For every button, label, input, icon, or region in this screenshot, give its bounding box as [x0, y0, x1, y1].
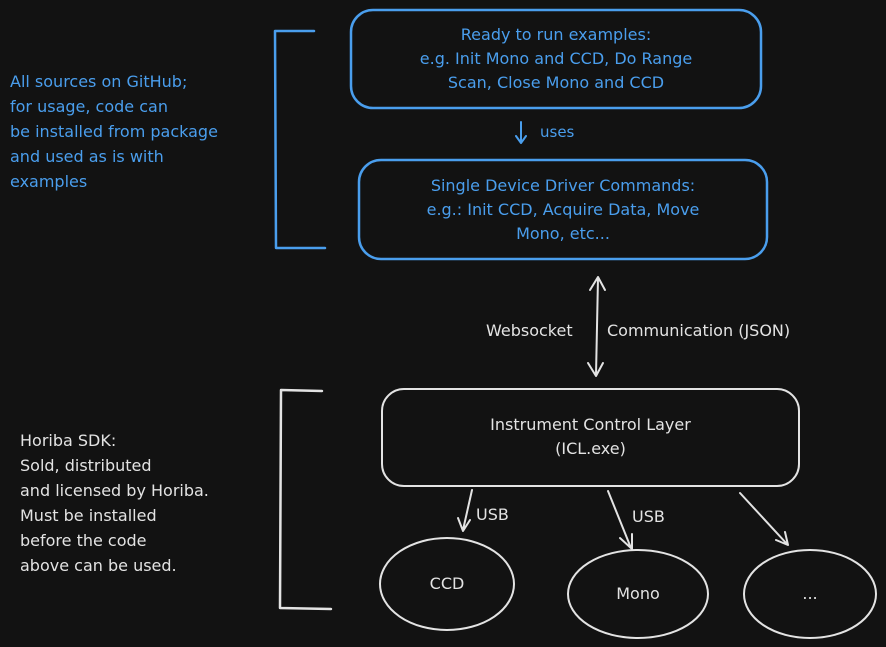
websocket-label: Websocket: [486, 321, 573, 340]
mono-ellipse: [567, 549, 709, 639]
examples-box-text: Ready to run examples: e.g. Init Mono an…: [419, 25, 693, 92]
github-note: All sources on GitHub; for usage, code c…: [10, 72, 218, 191]
github-bracket: [273, 29, 327, 250]
horiba-bracket: [278, 388, 333, 611]
communication-label: Communication (JSON): [607, 321, 791, 340]
driver-box-outline: [357, 158, 769, 261]
usb-label-mono: USB: [632, 507, 665, 526]
mono-label: Mono: [616, 584, 660, 603]
uses-arrow: [515, 121, 527, 144]
icl-box-outline: [381, 388, 800, 487]
more-ellipse: [743, 549, 877, 639]
driver-box-text: Single Device Driver Commands: e.g.: Ini…: [426, 176, 700, 243]
usb-arrow-mono: [607, 490, 633, 550]
usb-arrow-ccd: [457, 489, 473, 532]
uses-label: uses: [540, 123, 575, 141]
examples-box-outline: [349, 8, 763, 110]
icl-box-text: Instrument Control Layer (ICL.exe): [490, 415, 691, 458]
usb-label-ccd: USB: [476, 505, 509, 524]
more-label: ...: [802, 584, 818, 603]
usb-arrow-more: [739, 492, 789, 546]
horiba-note: Horiba SDK: Sold, distributed and licens…: [20, 431, 209, 575]
websocket-arrow: [587, 276, 606, 377]
ccd-label: CCD: [429, 574, 465, 593]
ccd-ellipse: [379, 537, 515, 631]
